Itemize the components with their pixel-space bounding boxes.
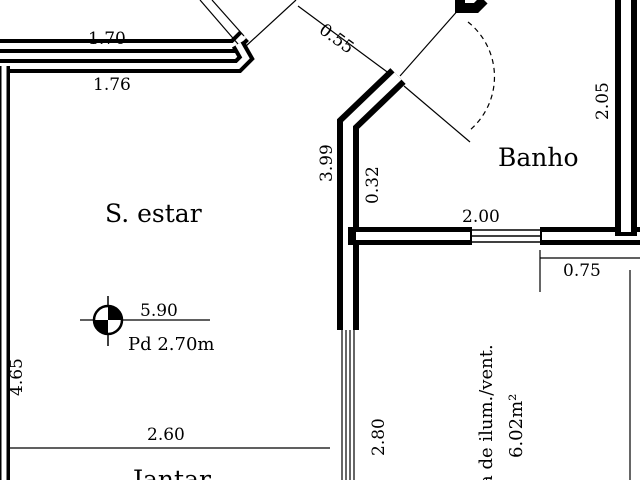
dim-diagonal-gap: 0.55: [315, 20, 357, 58]
dimension-lines: [8, 250, 640, 480]
vent-label: a de ilum./vent.: [476, 344, 497, 480]
room-label-dining: Jantar: [130, 465, 211, 480]
dim-living-left-height: 4.65: [7, 358, 27, 396]
wall-living: [0, 40, 255, 73]
dim-living-top-width: 1.76: [93, 75, 131, 95]
diagonal-passage: [199, 0, 496, 143]
bath-window: [472, 229, 540, 243]
vent-area-label: 6.02m²: [506, 394, 527, 458]
dim-dining-width: 2.60: [147, 425, 185, 445]
dim-window-height: 2.80: [369, 418, 389, 456]
dim-bath-short-wall: 0.32: [363, 166, 383, 204]
dim-living-right-height: 3.99: [317, 144, 337, 182]
ceiling-height-marker: [92, 296, 124, 346]
dim-bath-width: 2.00: [462, 207, 500, 227]
room-label-living: S. estar: [105, 199, 202, 228]
ceiling-height-label: Pd 2.70m: [128, 334, 215, 355]
dim-bath-height: 2.05: [593, 82, 613, 120]
dim-bath-right-offset: 0.75: [563, 261, 601, 281]
room-label-bath: Banho: [498, 143, 579, 172]
wall-top-left: [0, 31, 249, 53]
dim-living-width: 5.90: [140, 301, 178, 321]
wall-center: [337, 68, 406, 330]
vertical-window: [341, 330, 355, 480]
dim-top-left-width: 1.70: [88, 29, 126, 49]
wall-top-fragment: [455, 0, 488, 13]
